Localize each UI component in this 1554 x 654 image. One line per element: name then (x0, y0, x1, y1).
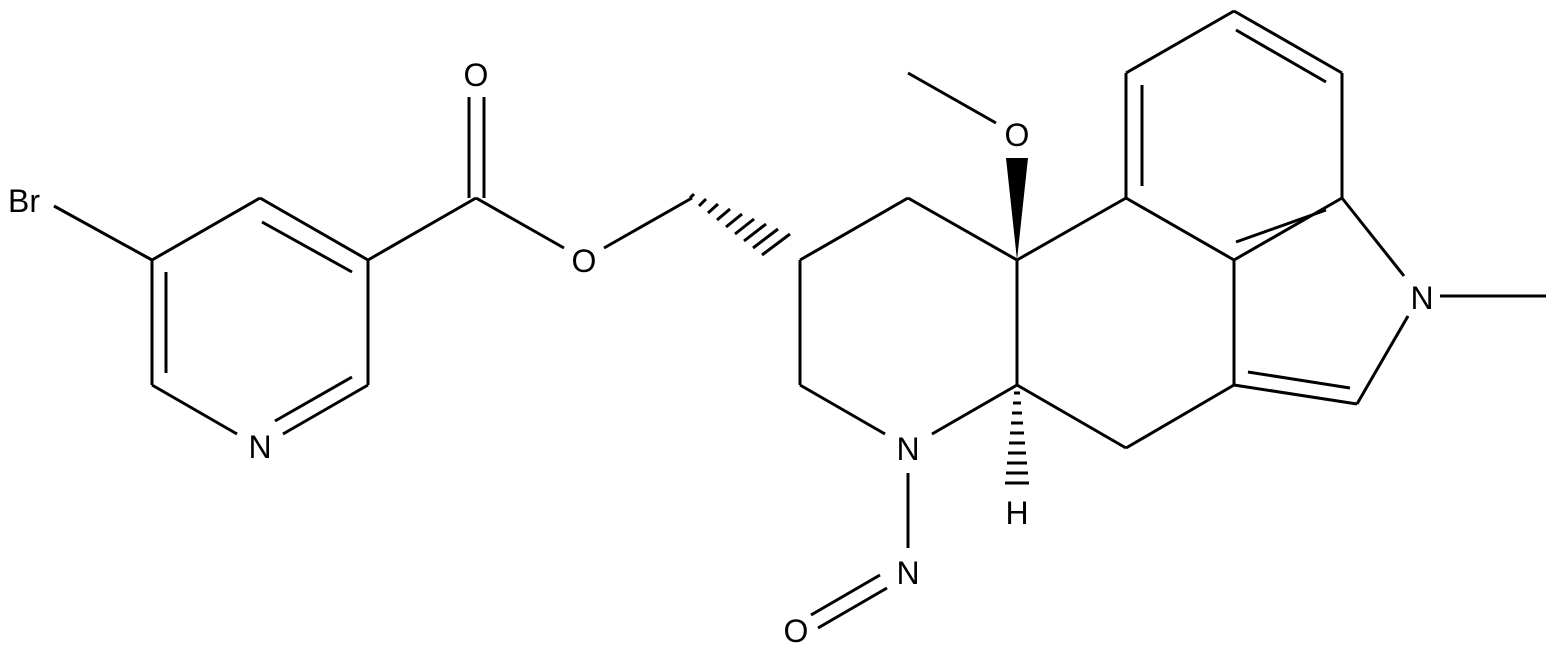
bond (907, 196, 1018, 262)
hash (743, 222, 767, 243)
hashed-wedge-h (1005, 391, 1029, 485)
bond (1016, 196, 1127, 262)
atom-label-h: H (1005, 495, 1028, 531)
hash (725, 212, 743, 229)
hash (697, 197, 708, 208)
atom-label-n-indole: N (1410, 280, 1433, 316)
bond (367, 196, 477, 262)
hash (752, 227, 779, 250)
wedge-bond-methoxy (1006, 158, 1028, 260)
atom-label-o-carbonyl: O (464, 57, 489, 93)
bond (1340, 197, 1406, 277)
bond-c-br (53, 204, 153, 262)
hash (688, 192, 696, 200)
atom-label-o-nitroso: O (784, 613, 809, 649)
bond-double-b (817, 586, 888, 630)
bond-inner (261, 220, 353, 274)
bond-inner (1235, 28, 1327, 84)
atom-label-o-methoxy: O (1005, 117, 1030, 153)
bond (1233, 9, 1343, 75)
hashed-wedge-ch2 (688, 192, 791, 257)
bond-inner (1247, 370, 1351, 390)
bond (1233, 196, 1343, 262)
bond (1233, 383, 1358, 406)
bond-inner (274, 375, 353, 423)
hash (734, 217, 755, 236)
hash (706, 202, 720, 215)
bond (931, 383, 1018, 436)
bond-inner (1235, 208, 1327, 244)
hash (761, 232, 791, 257)
ester-group (367, 97, 693, 262)
benzene-ring (1124, 9, 1344, 262)
bond (1125, 196, 1235, 262)
bond (799, 383, 886, 436)
bond (259, 196, 369, 262)
bond (475, 196, 565, 250)
atom-label-n-amine: N (896, 431, 919, 467)
atom-label-n-nitroso: N (896, 555, 919, 591)
hash (716, 207, 731, 222)
middle-ring (1016, 196, 1235, 450)
bond (282, 383, 369, 436)
bond (1016, 383, 1127, 450)
pyridine-ring (150, 196, 370, 436)
bond (1355, 315, 1410, 405)
atom-label-br: Br (8, 183, 40, 219)
bond (799, 196, 909, 262)
bond (151, 196, 261, 262)
bond (151, 383, 238, 436)
bond (1125, 383, 1235, 450)
bond-double-a (810, 573, 881, 617)
piperidine-ring (798, 196, 1019, 436)
bond (603, 196, 693, 250)
atom-label-n-pyridine: N (248, 429, 271, 465)
pyrrole-ring (1232, 197, 1410, 406)
atom-label-o-ester: O (572, 243, 597, 279)
nitroso-group (810, 473, 910, 630)
bond (1125, 9, 1235, 75)
bond-methoxy-ch3 (907, 71, 997, 125)
